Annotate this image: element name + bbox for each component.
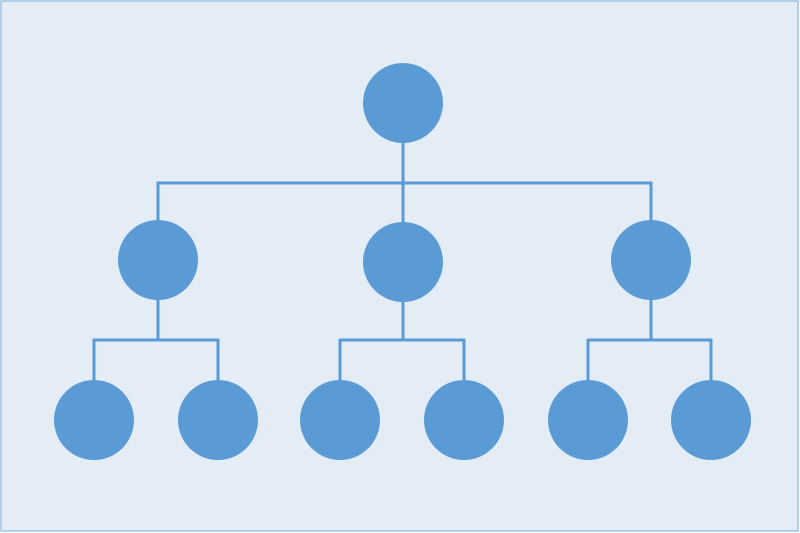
node-a — [118, 220, 198, 300]
node-c2 — [671, 380, 751, 460]
node-b2 — [424, 380, 504, 460]
node-b — [363, 222, 443, 302]
node-c1 — [548, 380, 628, 460]
node-a2 — [178, 380, 258, 460]
node-c — [611, 220, 691, 300]
node-b1 — [300, 380, 380, 460]
node-a1 — [54, 380, 134, 460]
nodes — [54, 63, 751, 460]
node-root — [363, 63, 443, 143]
